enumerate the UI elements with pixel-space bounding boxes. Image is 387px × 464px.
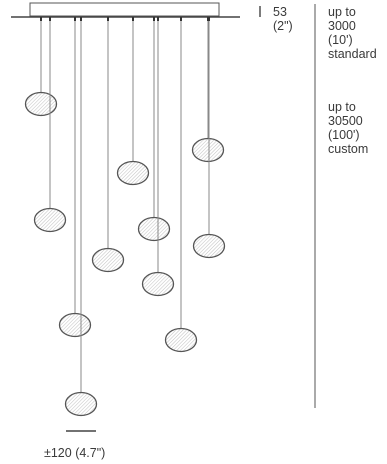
glass-pendant	[64, 391, 98, 417]
drop-custom-line-2: 30500	[328, 114, 363, 128]
drop-standard-line-4: standard	[328, 47, 377, 61]
glass-pendant	[137, 216, 171, 242]
drop-standard-line-2: 3000	[328, 19, 356, 33]
glass-pendant	[191, 137, 225, 163]
glass-pendant	[192, 233, 226, 259]
glass-pendant	[33, 207, 67, 233]
glass-pendant	[91, 247, 125, 273]
glass-pendant	[141, 271, 175, 297]
drop-custom-line-1: up to	[328, 100, 356, 114]
drop-standard-line-3: (10')	[328, 33, 353, 47]
drop-custom-line-3: (100')	[328, 128, 360, 142]
glass-pendant	[24, 91, 58, 117]
canopy-height-in: (2")	[273, 19, 293, 33]
pendant-width-label: ±120 (4.7")	[44, 446, 106, 460]
glass-pendant	[58, 312, 92, 338]
canopy-box	[29, 2, 220, 17]
drop-standard-line-1: up to	[328, 5, 356, 19]
canopy-height-mm: 53	[273, 5, 287, 19]
drop-custom-line-4: custom	[328, 142, 369, 156]
pendant-group	[24, 17, 226, 417]
glass-pendant	[164, 327, 198, 353]
glass-pendant	[116, 160, 150, 186]
